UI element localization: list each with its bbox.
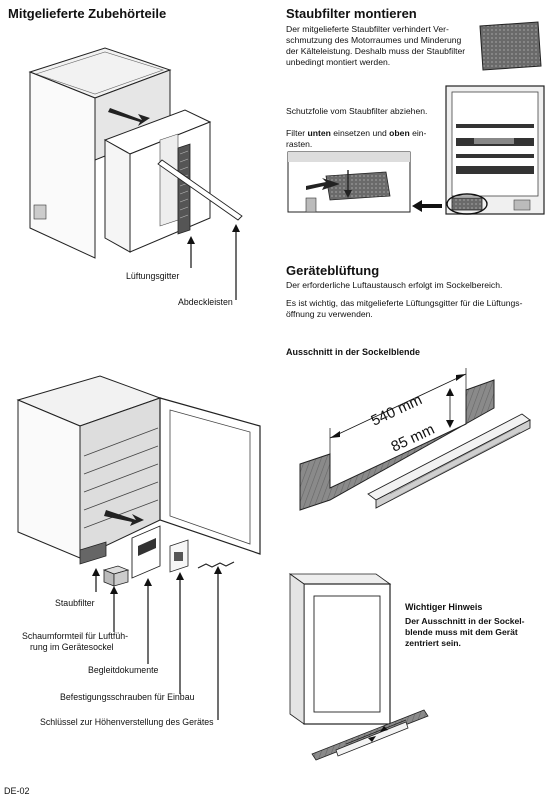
- label-height-key: Schlüssel zur Höhenverstellung des Gerät…: [40, 717, 214, 727]
- label-documents: Begleitdokumente: [88, 665, 159, 675]
- ventilation-line-3: öffnung zu verwenden.: [286, 309, 373, 319]
- label-mounting-screws: Befestigungsschrauben für Einbau: [60, 692, 195, 702]
- insert-filter-text: Filter unten einsetzen und oben ein- ras…: [286, 128, 446, 150]
- note-text: Der Ausschnitt in der Sockel- blende mus…: [405, 616, 545, 649]
- label-cover-strips: Abdeckleisten: [178, 297, 233, 307]
- intro-line-4: unbedingt montiert werden.: [286, 57, 391, 67]
- note-line-2: blende muss mit dem Gerät: [405, 627, 518, 637]
- note-heading: Wichtiger Hinweis: [405, 602, 483, 612]
- dust-filter-heading: Staubfilter montieren: [286, 6, 417, 21]
- page-code: DE-02: [4, 786, 30, 796]
- insert-text-b: einsetzen und: [330, 128, 390, 138]
- note-line-1: Der Ausschnitt in der Sockel-: [405, 616, 525, 626]
- insert-text-a: Filter: [286, 128, 308, 138]
- note-line-3: zentriert sein.: [405, 638, 461, 648]
- label-dust-filter: Staubfilter: [55, 598, 95, 608]
- dust-filter-intro: Der mitgelieferte Staubfilter verhindert…: [286, 24, 486, 68]
- label-ventilation-grille: Lüftungsgitter: [126, 271, 180, 281]
- ventilation-text: Es ist wichtig, das mitgelieferte Lüftun…: [286, 298, 546, 320]
- dim-width-label: 540 mm: [369, 391, 425, 429]
- ventilation-line-1: Der erforderliche Luftaustausch erfolgt …: [286, 280, 503, 290]
- insert-text-bottom: unten: [307, 128, 331, 138]
- ventilation-line-2: Es ist wichtig, das mitgelieferte Lüftun…: [286, 298, 523, 308]
- ventilation-heading: Geräteblüftung: [286, 263, 380, 278]
- intro-line-2: schmutzung des Motorraumes und Minderung: [286, 35, 462, 45]
- supplied-parts-illustration: [16, 375, 261, 720]
- filter-mounting-illustration: [287, 85, 545, 215]
- insert-text-c: ein-: [409, 128, 427, 138]
- accessories-heading: Mitgelieferte Zubehörteile: [8, 6, 167, 21]
- remove-foil-text: Schutzfolie vom Staubfilter abziehen.: [286, 106, 428, 116]
- insert-text-d: rasten.: [286, 139, 313, 149]
- insert-text-top: oben: [389, 128, 410, 138]
- dust-filter-image: [479, 21, 542, 71]
- intro-line-1: Der mitgelieferte Staubfilter verhindert…: [286, 24, 449, 34]
- centered-cutout-illustration: [288, 573, 429, 761]
- plinth-cutout-diagram: 540 mm 85 mm: [299, 368, 531, 511]
- label-foam-part-line1: Schaumformteil für Luftfüh-: [22, 631, 129, 641]
- cutout-heading: Ausschnitt in der Sockelblende: [286, 347, 421, 357]
- intro-line-3: der Kälteleistung. Deshalb muss der Stau…: [286, 46, 466, 56]
- label-foam-part-line2: rung im Gerätesockel: [30, 642, 114, 652]
- accessories-illustration: [28, 47, 243, 300]
